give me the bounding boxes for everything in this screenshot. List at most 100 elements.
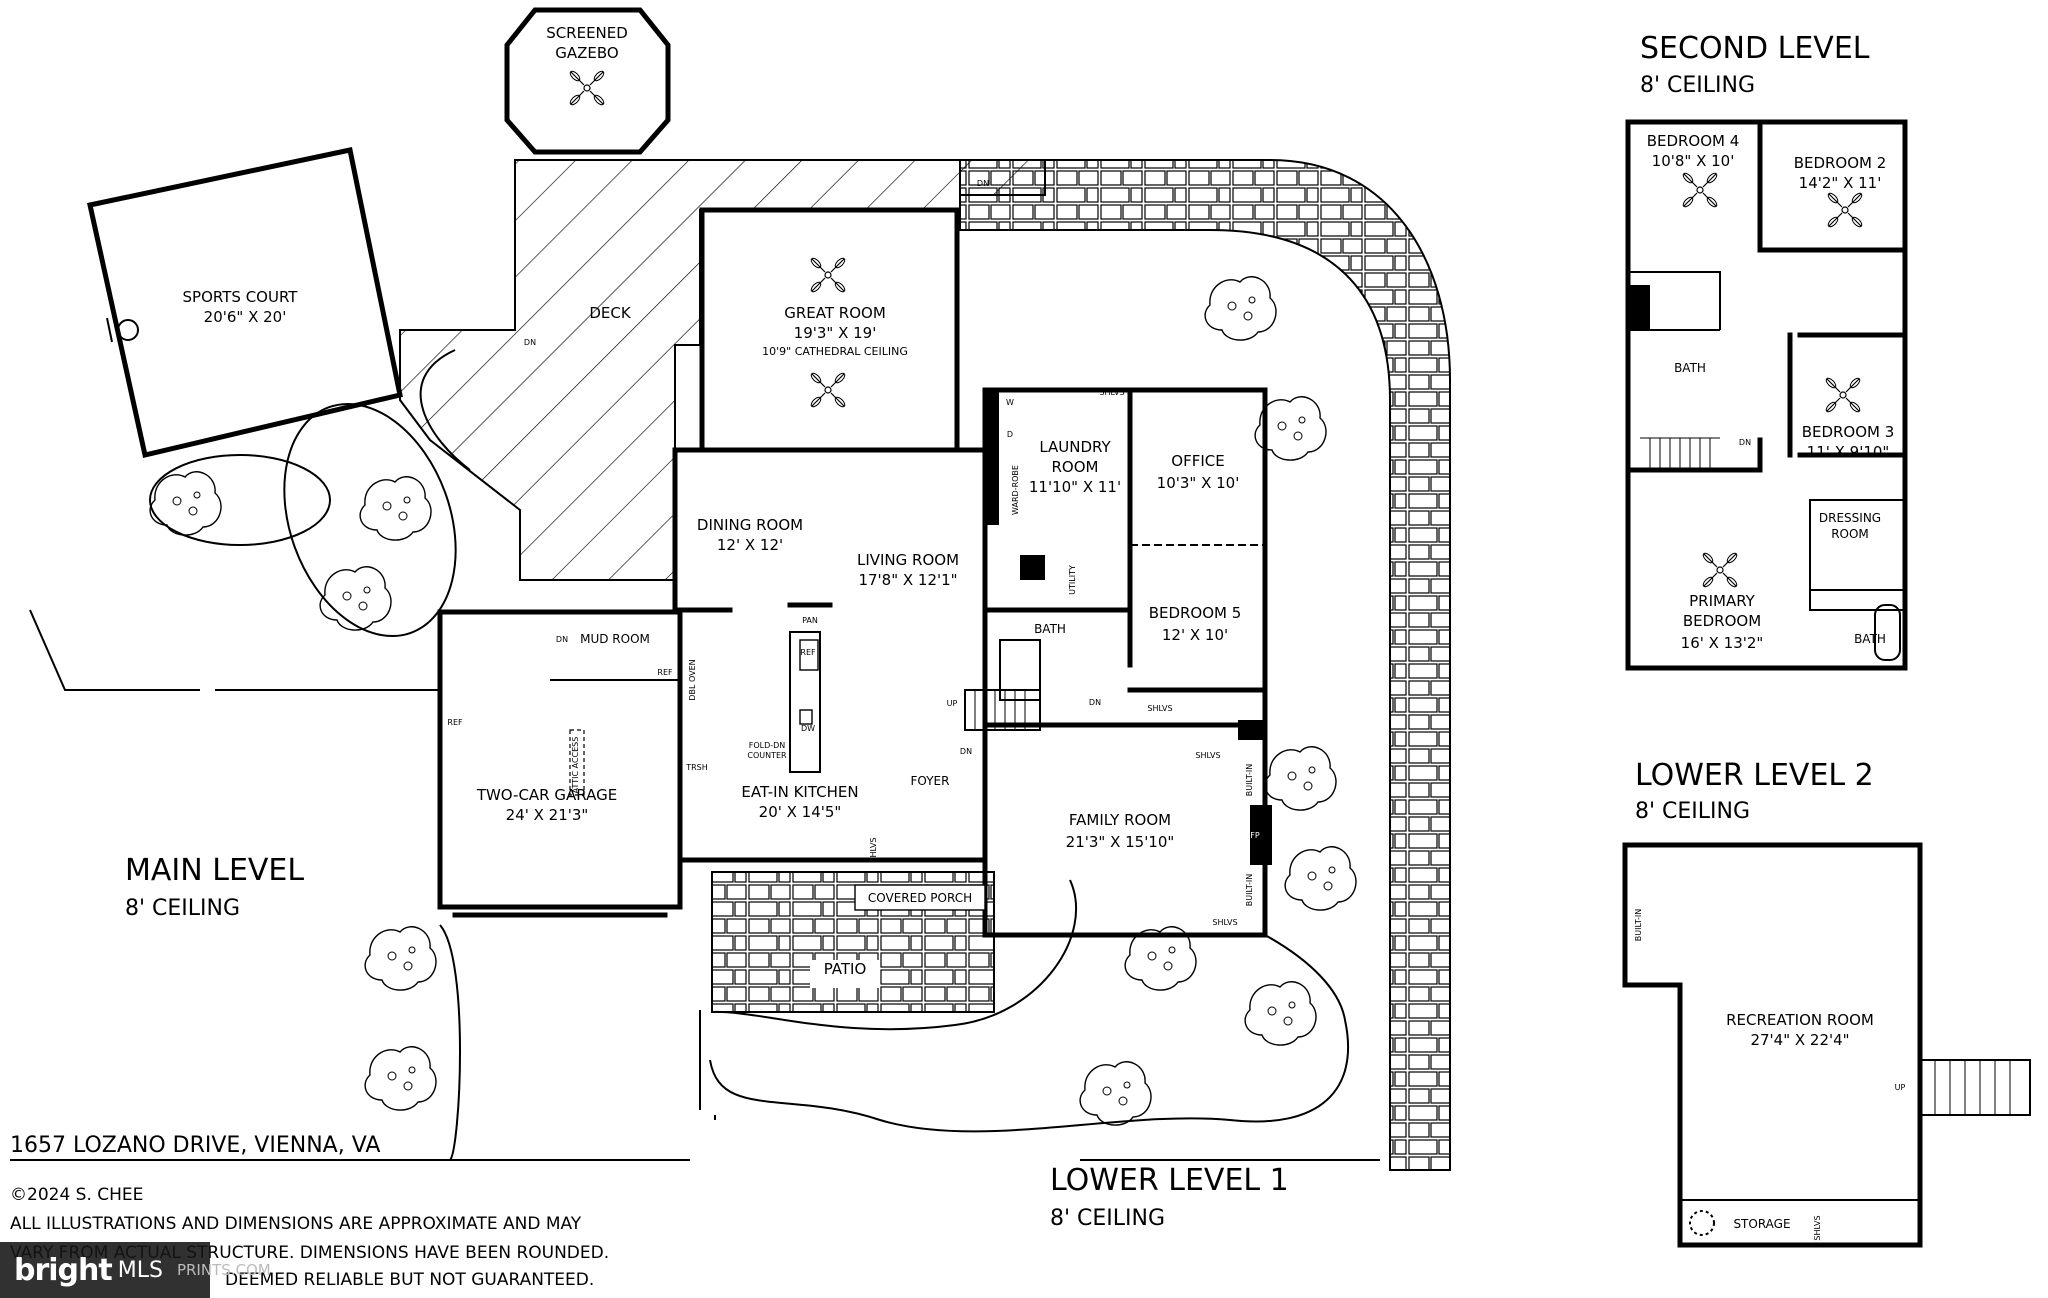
bedroom5-dim: 12' X 10' <box>1162 626 1228 644</box>
bedroom2-label: BEDROOM 2 <box>1794 154 1887 172</box>
bedroom5-label: BEDROOM 5 <box>1149 604 1242 622</box>
dressing-room-label-1: DRESSING <box>1819 511 1881 525</box>
gazebo-label-1: SCREENED <box>546 24 628 42</box>
foyer-label: FOYER <box>911 774 950 788</box>
address: 1657 LOZANO DRIVE, VIENNA, VA <box>10 1133 380 1158</box>
recreation-room-label: RECREATION ROOM <box>1726 1011 1874 1029</box>
shlvs-label: SHLVS <box>1147 704 1172 713</box>
primary-bedroom-label-2: BEDROOM <box>1683 612 1761 630</box>
laundry-label-1: LAUNDRY <box>1039 438 1111 456</box>
footer: 1657 LOZANO DRIVE, VIENNA, VA ©2024 S. C… <box>10 1133 609 1290</box>
garage-walls <box>437 609 683 910</box>
dining-room-dim: 12' X 12' <box>717 536 783 554</box>
shlvs-label: SHLVS <box>1099 388 1124 397</box>
lower-level-2-walls <box>1622 842 1923 1248</box>
garage-label: TWO-CAR GARAGE <box>476 786 617 804</box>
level-titles: MAIN LEVEL 8' CEILING LOWER LEVEL 1 8' C… <box>125 31 1874 1231</box>
great-room-dim: 19'3" X 19' <box>794 324 877 342</box>
second-bath-label: BATH <box>1674 361 1706 375</box>
ref-label: REF <box>447 718 463 727</box>
disclaimer-line-4: PRINTS.COM <box>176 1261 271 1279</box>
fp-label: FP <box>1250 831 1260 840</box>
sports-court <box>87 147 403 459</box>
bedroom3-dim: 11' X 9'10" <box>1807 443 1890 461</box>
logo-suffix: MLS <box>117 1257 163 1283</box>
shlvs-label: SHLVS <box>1813 1215 1822 1240</box>
shlvs-label: SHLVS <box>869 837 878 862</box>
primary-bedroom-label-1: PRIMARY <box>1689 592 1756 610</box>
mud-room-label: MUD ROOM <box>580 632 650 646</box>
ref-label: REF <box>800 648 816 657</box>
utility-label: UTILITY <box>1068 565 1077 595</box>
laundry-dim: 11'10" X 11' <box>1029 478 1121 496</box>
trsh-label: TRSH <box>685 763 708 772</box>
oven-label: DBL OVEN <box>688 659 697 700</box>
fold-counter-label-2: COUNTER <box>747 751 787 760</box>
main-level-ceiling: 8' CEILING <box>125 896 240 921</box>
gazebo-label-2: GAZEBO <box>555 44 618 62</box>
office-label: OFFICE <box>1171 452 1224 470</box>
laundry-wing-walls <box>982 387 1268 938</box>
second-level-ceiling: 8' CEILING <box>1640 73 1755 98</box>
small-annotations: DN DN DN DN DN DN UP UP SHLVS SHLVS SHLV… <box>447 179 1905 1241</box>
up-label: UP <box>1895 1083 1906 1092</box>
kitchen-label: EAT-IN KITCHEN <box>741 783 858 801</box>
office-dim: 10'3" X 10' <box>1157 474 1240 492</box>
storage-label: STORAGE <box>1733 1217 1790 1231</box>
family-room-dim: 21'3" X 15'10" <box>1066 833 1175 851</box>
primary-bedroom-dim: 16' X 13'2" <box>1681 634 1764 652</box>
lower-level1-title: LOWER LEVEL 1 <box>1050 1163 1289 1198</box>
lower-level2-ceiling: 8' CEILING <box>1635 799 1750 824</box>
dn-label: DN <box>524 338 536 347</box>
dressing-room-label-2: ROOM <box>1831 527 1869 541</box>
disclaimer-line-3: DEEMED RELIABLE BUT NOT GUARANTEED. <box>225 1270 594 1290</box>
kitchen-dim: 20' X 14'5" <box>759 803 842 821</box>
sports-court-label: SPORTS COURT <box>183 288 299 306</box>
garage-dim: 24' X 21'3" <box>506 806 589 824</box>
dn-label: DN <box>977 179 989 188</box>
wardrobe-label: WARD-ROBE <box>1011 465 1020 515</box>
bedroom3-label: BEDROOM 3 <box>1802 423 1895 441</box>
bedroom2-dim: 14'2" X 11' <box>1799 174 1882 192</box>
second-level-walls <box>1625 119 1908 671</box>
room-labels: SCREENED GAZEBO SPORTS COURT 20'6" X 20'… <box>183 24 1895 1231</box>
great-room-walls <box>699 207 960 453</box>
shlvs-label: SHLVS <box>1195 751 1220 760</box>
dn-label: DN <box>1739 438 1751 447</box>
dn-label: DN <box>960 747 972 756</box>
shlvs-label: SHLVS <box>1212 918 1237 927</box>
second-level-title: SECOND LEVEL <box>1640 31 1870 66</box>
built-in-label: BUILT-IN <box>1245 874 1254 906</box>
ref-label: REF <box>657 668 673 677</box>
stone-walkway <box>959 159 1451 1171</box>
pan-label: PAN <box>802 616 818 625</box>
main-level-title: MAIN LEVEL <box>125 853 304 888</box>
great-room-label: GREAT ROOM <box>784 304 886 322</box>
washer-label: W <box>1006 398 1014 407</box>
living-room-dim: 17'8" X 12'1" <box>858 571 957 589</box>
main-bath-label: BATH <box>1034 622 1066 636</box>
disclaimer-line-1: ALL ILLUSTRATIONS AND DIMENSIONS ARE APP… <box>10 1214 582 1234</box>
built-in-label: BUILT-IN <box>1245 764 1254 796</box>
family-room-label: FAMILY ROOM <box>1069 811 1171 829</box>
fold-counter-label-1: FOLD-DN <box>749 741 786 750</box>
covered-porch-label: COVERED PORCH <box>868 891 972 905</box>
recreation-room-dim: 27'4" X 22'4" <box>1750 1031 1849 1049</box>
dining-room-label: DINING ROOM <box>697 516 803 534</box>
patio-label: PATIO <box>824 960 867 978</box>
dn-label: DN <box>556 635 568 644</box>
bedroom4-label: BEDROOM 4 <box>1647 132 1740 150</box>
attic-access-label: ATTIC ACCESS <box>571 737 580 794</box>
living-room-label: LIVING ROOM <box>857 551 959 569</box>
logo-brand: bright <box>14 1252 113 1288</box>
sports-court-dim: 20'6" X 20' <box>204 308 287 326</box>
copyright: ©2024 S. CHEE <box>10 1185 143 1205</box>
laundry-label-2: ROOM <box>1052 458 1099 476</box>
bright-mls-logo: bright MLS PRINTS.COM <box>0 1242 271 1298</box>
lower-level1-ceiling: 8' CEILING <box>1050 1206 1165 1231</box>
dryer-label: D <box>1007 430 1013 439</box>
gazebo-outline <box>504 7 671 155</box>
lower-level2-title: LOWER LEVEL 2 <box>1635 758 1874 793</box>
dw-label: DW <box>801 724 815 733</box>
